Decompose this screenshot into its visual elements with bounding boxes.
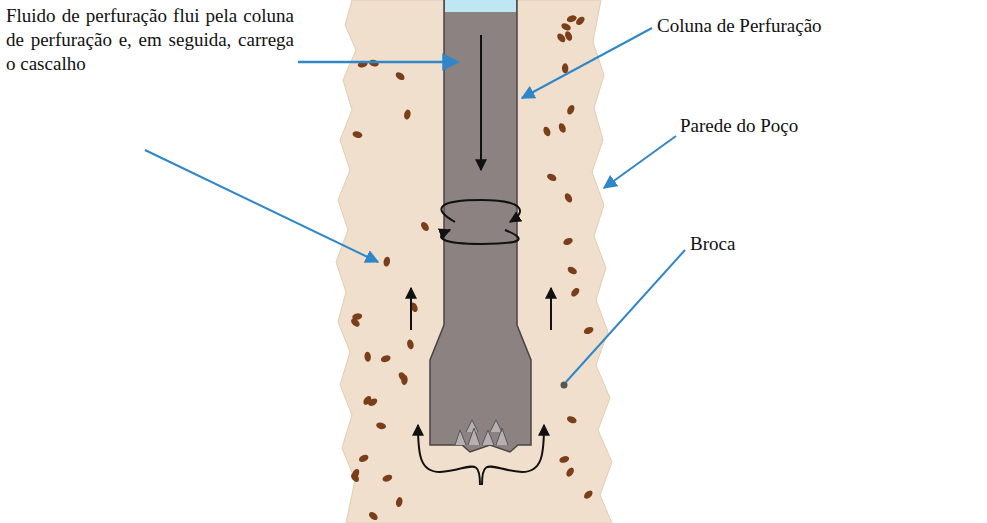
cutting — [560, 22, 572, 32]
part-label: Coluna de Perfuração — [657, 14, 822, 38]
cutting — [583, 326, 595, 336]
fluid-surface — [445, 0, 516, 12]
cutting — [546, 172, 558, 182]
callout-text: Fluido de perfuração flui pela coluna de… — [6, 4, 294, 76]
flow-return-arrow — [482, 425, 544, 485]
cutting — [582, 489, 594, 500]
drill-string — [430, 0, 531, 452]
leader-line — [298, 61, 458, 64]
cutting — [375, 421, 386, 430]
cutting — [367, 510, 379, 521]
cutting — [364, 351, 371, 362]
cutting — [367, 397, 379, 408]
cutting — [564, 30, 574, 42]
part-label: Parede do Poço — [680, 114, 798, 138]
cutting — [542, 126, 552, 138]
cutting — [351, 468, 361, 480]
cutting — [403, 109, 411, 120]
cutting — [419, 221, 430, 233]
flow-up-arrow — [410, 288, 412, 330]
flow-up-arrow — [550, 288, 552, 330]
cutting — [565, 466, 576, 478]
cutting — [562, 237, 574, 247]
cutting — [563, 192, 574, 204]
cutting — [380, 354, 392, 363]
leader-line — [566, 250, 685, 382]
cutting — [406, 339, 414, 350]
cutting — [352, 130, 363, 139]
cutting — [395, 497, 403, 508]
cutting — [557, 122, 567, 134]
cutting — [382, 473, 394, 483]
cutting — [383, 256, 391, 267]
cutting — [352, 313, 363, 321]
flow-down-arrow — [480, 35, 482, 170]
cutting — [566, 265, 578, 276]
cutting — [562, 63, 569, 73]
cutting — [574, 15, 586, 26]
cutting — [394, 71, 406, 82]
part-label: Broca — [690, 232, 735, 256]
leader-line — [604, 136, 676, 188]
bit-teeth — [455, 420, 508, 445]
cutting — [566, 415, 578, 425]
cutting — [566, 14, 577, 23]
cutting — [566, 104, 576, 116]
flow-return-arrow — [418, 425, 480, 485]
leader-dot — [561, 382, 568, 389]
cutting — [358, 453, 370, 463]
rotation-arrow — [441, 200, 520, 222]
cutting — [570, 286, 581, 298]
cutting — [559, 455, 570, 464]
rotation-arrow — [441, 230, 519, 244]
leader-line — [145, 150, 378, 262]
cutting — [397, 371, 408, 383]
leader-line — [522, 28, 652, 98]
